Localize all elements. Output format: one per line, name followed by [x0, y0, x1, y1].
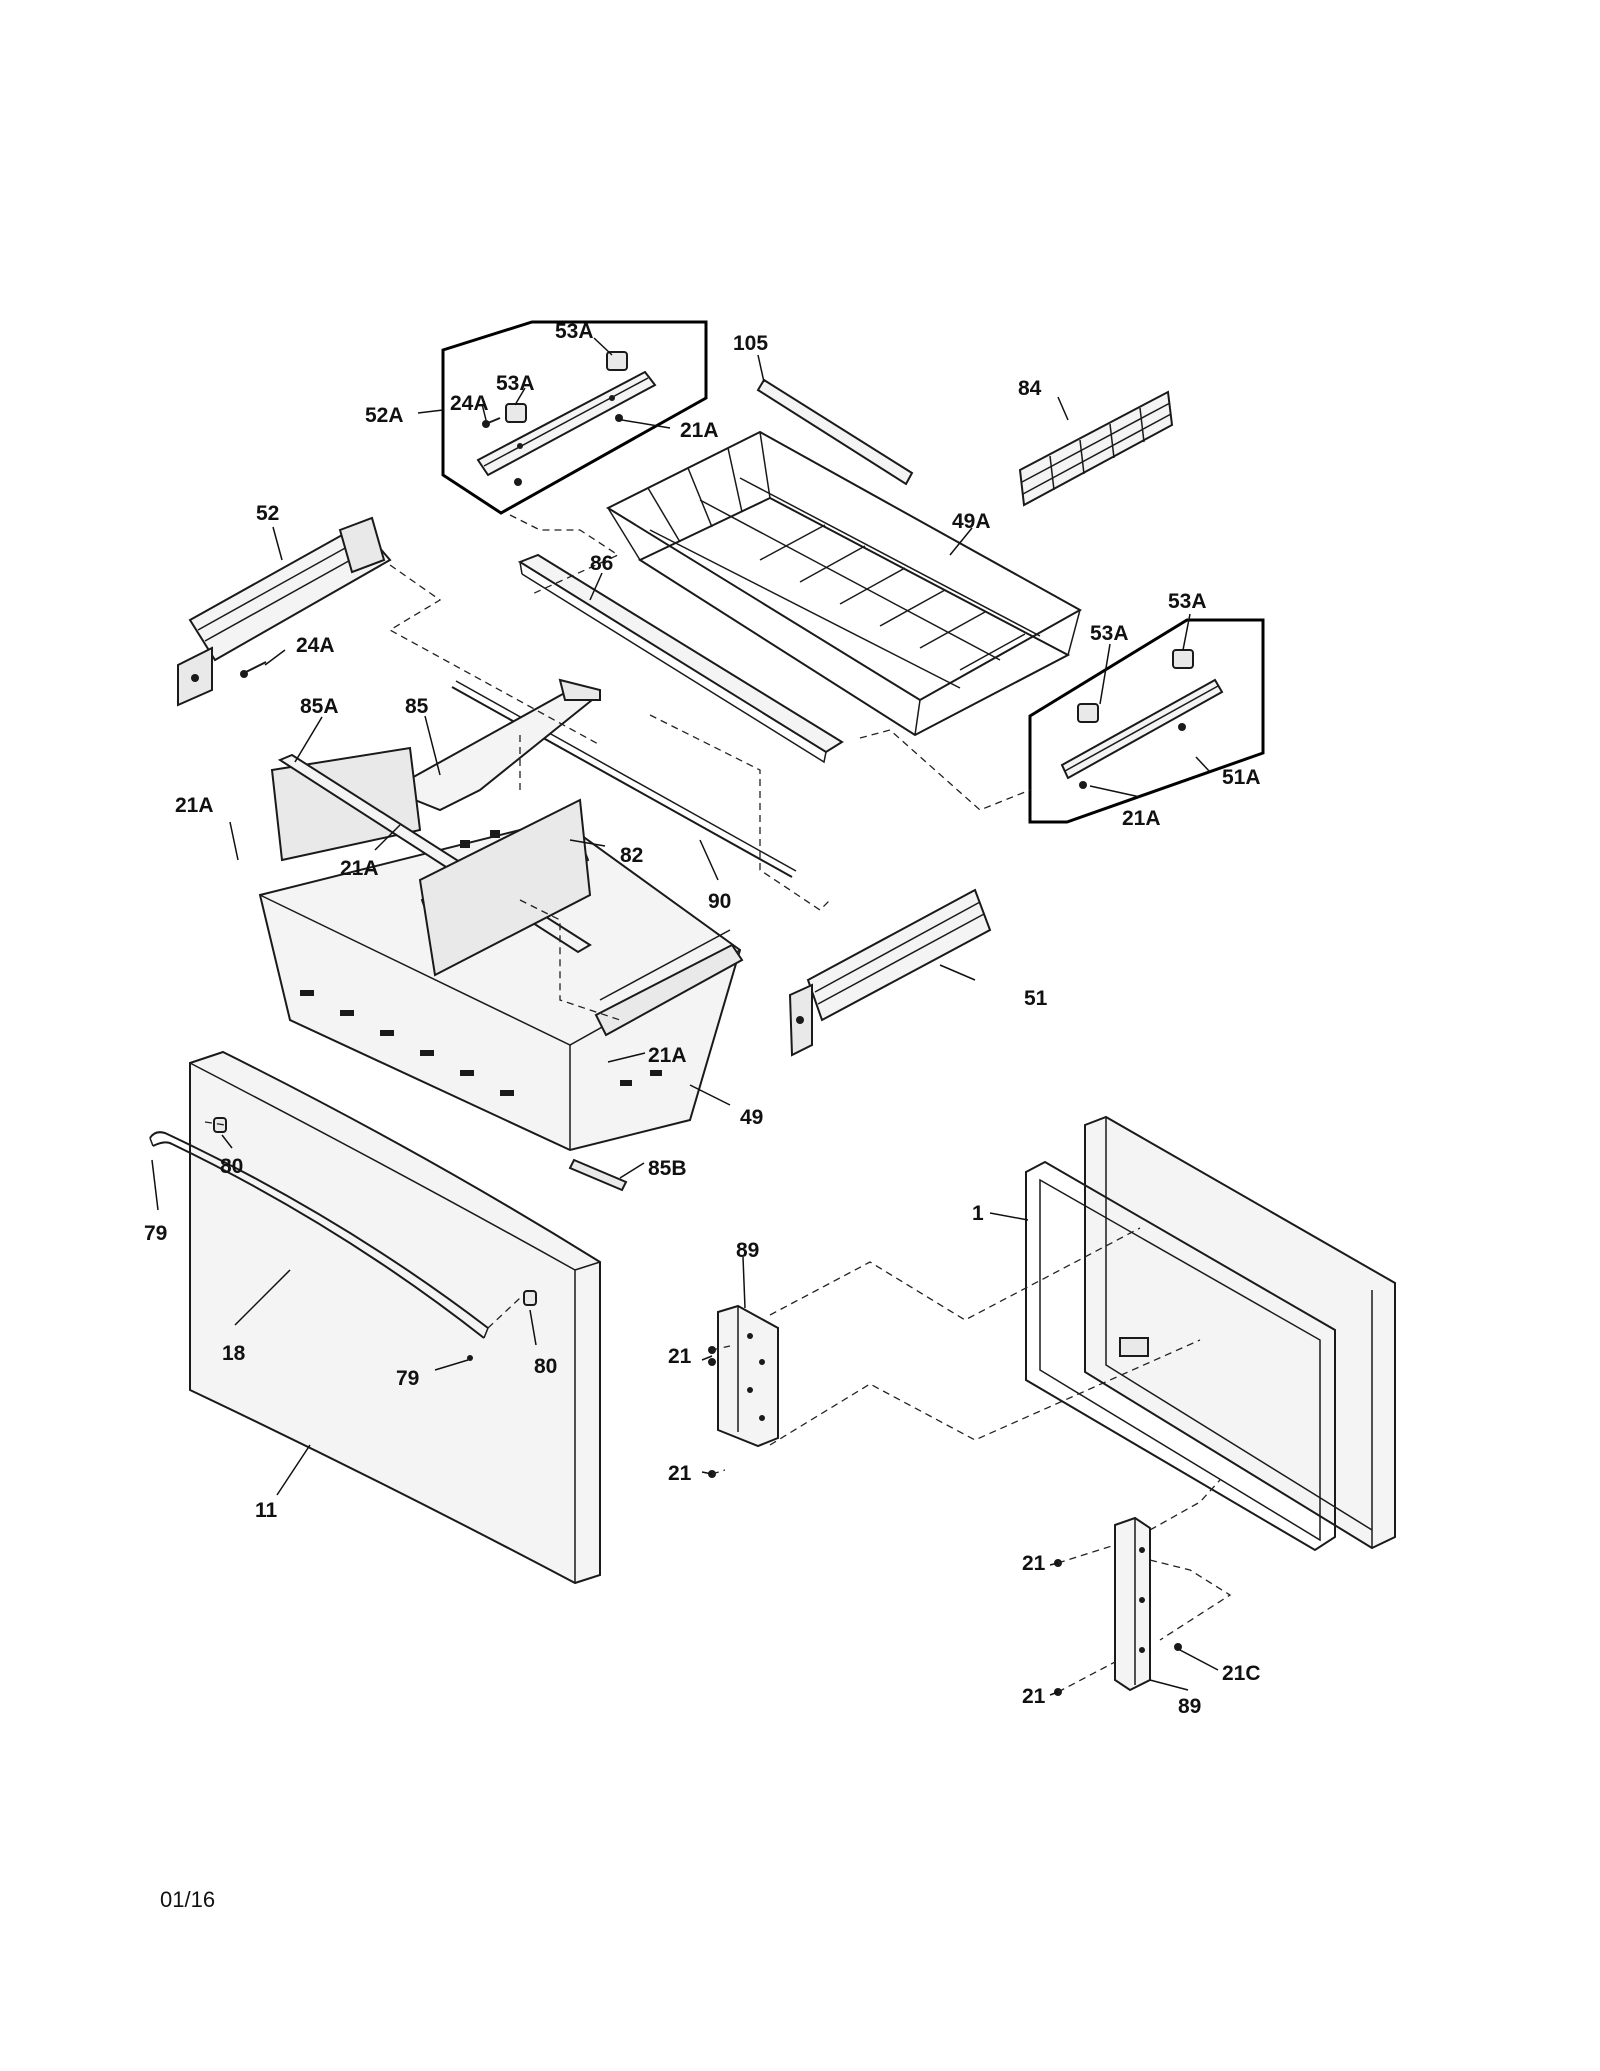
- callout-86: 86: [590, 552, 613, 575]
- slide-rail-52: [177, 516, 392, 707]
- callout-24a-top: 24A: [450, 392, 489, 415]
- callout-52: 52: [256, 502, 279, 525]
- callout-89-bottom: 89: [1178, 1695, 1201, 1718]
- callout-53a-top-2: 53A: [496, 372, 535, 395]
- assembly-lines: [204, 514, 1232, 1693]
- callout-82: 82: [620, 844, 643, 867]
- callout-80-top: 80: [220, 1155, 243, 1178]
- callout-21-b: 21: [668, 1462, 692, 1485]
- inset-box-51a: [1028, 618, 1265, 824]
- callout-21-c: 21: [1022, 1552, 1046, 1575]
- screw-24a-left: [240, 661, 267, 678]
- callout-90: 90: [708, 890, 731, 913]
- callout-85: 85: [405, 695, 429, 718]
- divider-85: [387, 678, 601, 812]
- callout-89-top: 89: [736, 1239, 759, 1262]
- slide-rail-51: [788, 888, 992, 1057]
- callout-21a-mid: 21A: [340, 857, 379, 880]
- clip-53a-lower: [505, 403, 527, 423]
- door-frame: [1084, 1115, 1396, 1550]
- inner-divider-82: [418, 798, 592, 977]
- front-trim-86: [517, 553, 844, 764]
- screw-24a-inset: [482, 417, 501, 428]
- clip-85b: [568, 1158, 628, 1192]
- callout-49: 49: [740, 1106, 763, 1129]
- divider-84: [1018, 390, 1174, 507]
- callout-21-d: 21: [1022, 1685, 1046, 1708]
- screw-79-bottom: [467, 1355, 473, 1361]
- inset-box-52a: [441, 320, 708, 515]
- bracket-89-right: [1054, 1516, 1182, 1696]
- callout-53a-right: 53A: [1168, 590, 1207, 613]
- handle-18: [149, 1131, 489, 1339]
- callout-18: 18: [222, 1342, 246, 1365]
- screw-21a-inset: [615, 414, 623, 422]
- callout-52a: 52A: [365, 404, 404, 427]
- callout-labels: 53A 53A 24A 52A 21A 105 84 49A 86 52 24A…: [144, 320, 1261, 1718]
- date-code: 01/16: [160, 1887, 215, 1912]
- rod-90: [451, 686, 793, 878]
- callout-85b: 85B: [648, 1157, 687, 1180]
- callout-24a: 24A: [296, 634, 335, 657]
- rail-52a: [476, 370, 657, 477]
- callout-1: 1: [972, 1202, 984, 1225]
- callout-53a-top: 53A: [555, 320, 594, 343]
- callout-84: 84: [1018, 377, 1042, 400]
- callout-85a: 85A: [300, 695, 339, 718]
- callout-80-bottom: 80: [534, 1355, 557, 1378]
- leader-lines: [151, 337, 1219, 1696]
- callout-11: 11: [255, 1499, 278, 1522]
- callout-105: 105: [733, 332, 768, 355]
- callout-21a-low: 21A: [648, 1044, 687, 1067]
- callout-21a-left: 21A: [175, 794, 214, 817]
- end-cap-80-bottom: [523, 1290, 537, 1306]
- callout-53a-right-2: 53A: [1090, 622, 1129, 645]
- gasket-1: [1025, 1160, 1336, 1552]
- wire-basket-49a: [605, 430, 1083, 737]
- callout-51a: 51A: [1222, 766, 1261, 789]
- callout-21a-top: 21A: [680, 419, 719, 442]
- callout-21c: 21C: [1222, 1662, 1261, 1685]
- callout-21-a: 21: [668, 1345, 692, 1368]
- callout-49a: 49A: [952, 510, 991, 533]
- drawer-front-11: [189, 1050, 601, 1585]
- clip-53a-upper: [606, 351, 628, 371]
- callout-51: 51: [1024, 987, 1048, 1010]
- end-cap-80-top: [213, 1117, 227, 1133]
- callout-79-left: 79: [144, 1222, 167, 1245]
- guide-strip-105: [756, 378, 914, 486]
- callout-79-bottom: 79: [396, 1367, 419, 1390]
- bracket-89-center: [708, 1304, 779, 1478]
- callout-21a-right: 21A: [1122, 807, 1161, 830]
